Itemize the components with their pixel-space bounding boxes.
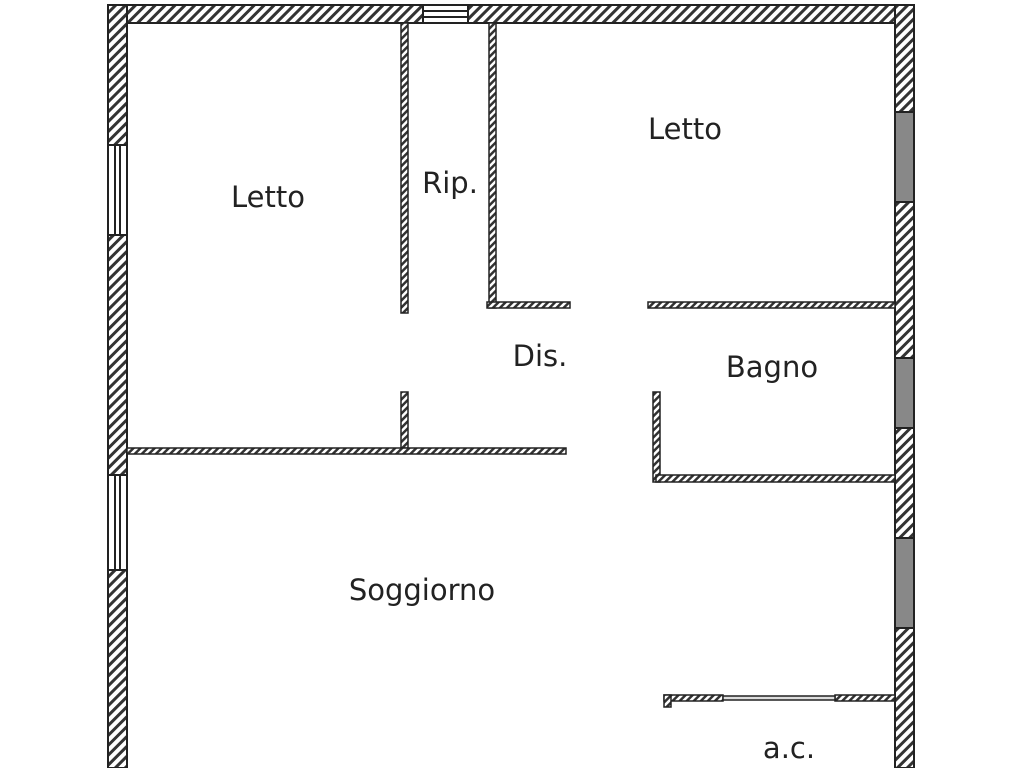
room-label-letto-2: Letto: [648, 112, 722, 146]
wall-soggiorno-top: [126, 447, 567, 455]
wall-rip-left-lower: [400, 391, 409, 449]
room-label-ripostiglio: Rip.: [422, 166, 478, 200]
wall-ac-glass: [722, 695, 836, 701]
window-top: [422, 4, 469, 24]
wall-rip-left: [400, 22, 409, 314]
room-label-disimpegno: Dis.: [513, 339, 568, 373]
wall-top-right: [467, 4, 915, 24]
wall-bagno-left: [652, 391, 661, 483]
room-label-soggiorno: Soggiorno: [349, 573, 495, 607]
wall-dis-top-left: [486, 301, 571, 309]
wall-dis-top-right: [647, 301, 896, 309]
wall-ac-top-right: [834, 694, 896, 702]
wall-ac-top-left: [663, 694, 724, 702]
window-right-2: [894, 357, 915, 429]
window-right-1: [894, 111, 915, 203]
window-right-3: [894, 537, 915, 629]
room-label-bagno: Bagno: [726, 350, 818, 384]
room-label-letto-1: Letto: [231, 180, 305, 214]
window-left-upper: [107, 144, 128, 236]
interior-walls: [126, 22, 896, 708]
wall-rip-right: [488, 22, 497, 309]
windows: [107, 4, 915, 629]
exterior-walls: [107, 4, 915, 768]
wall-top-left: [107, 4, 424, 24]
wall-bagno-bottom: [655, 474, 896, 483]
wall-left: [107, 4, 128, 768]
wall-ac-door-jamb: [663, 694, 672, 708]
window-left-lower: [107, 474, 128, 571]
room-labels: Letto Rip. Letto Dis. Bagno Soggiorno a.…: [231, 112, 818, 765]
room-label-ac: a.c.: [763, 731, 815, 765]
